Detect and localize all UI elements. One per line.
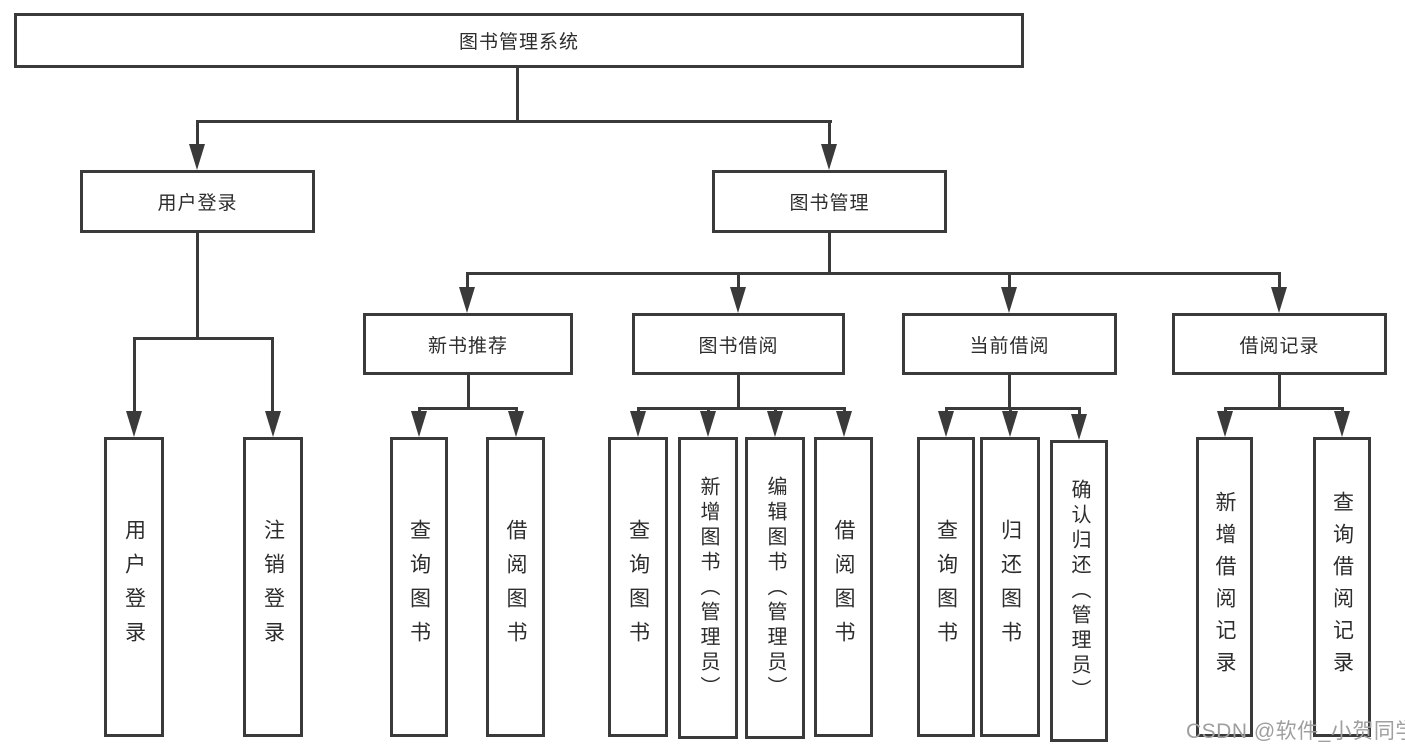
arrowhead-down-icon	[700, 411, 716, 437]
arrowhead-down-icon	[821, 144, 837, 170]
arrowhead-down-icon	[1271, 287, 1287, 313]
line	[466, 272, 1280, 275]
line	[1278, 375, 1281, 407]
node-label: 图书管理系统	[458, 32, 579, 53]
arrowhead-down-icon	[1001, 287, 1017, 313]
line	[1008, 272, 1011, 289]
node-user-login: 用户登录	[80, 170, 315, 233]
node-label: 借阅记录	[1239, 335, 1320, 357]
leaf-logout: 注销登录	[243, 437, 303, 737]
leaf-query-books-recommend: 查询图书	[390, 437, 448, 737]
line	[1278, 272, 1281, 289]
arrowhead-down-icon	[1002, 411, 1018, 437]
arrowhead-down-icon	[1217, 411, 1233, 437]
arrowhead-down-icon	[1334, 411, 1350, 437]
line	[737, 375, 740, 407]
arrowhead-down-icon	[126, 411, 142, 437]
line	[196, 120, 199, 146]
node-book-management: 图书管理	[712, 170, 947, 233]
line	[418, 407, 517, 410]
leaf-query-books-borrow: 查询图书	[608, 437, 668, 737]
arrowhead-down-icon	[767, 411, 783, 437]
node-label: 确认归还（管理员）	[1068, 478, 1090, 704]
node-current-borrow: 当前借阅	[902, 313, 1117, 375]
arrowhead-down-icon	[938, 411, 954, 437]
node-label: 用户登录	[157, 193, 238, 214]
node-label: 新增图书（管理员）	[697, 475, 719, 701]
arrowhead-down-icon	[189, 144, 205, 170]
arrowhead-down-icon	[508, 411, 524, 437]
node-label: 新增借阅记录	[1213, 491, 1236, 683]
line	[828, 233, 831, 272]
arrowhead-down-icon	[836, 411, 852, 437]
node-label: 编辑图书（管理员）	[764, 475, 786, 701]
line	[271, 337, 274, 413]
arrowhead-down-icon	[411, 411, 427, 437]
leaf-edit-books-admin: 编辑图书（管理员）	[745, 437, 805, 739]
node-label: 用户登录	[122, 519, 146, 655]
node-label: 借阅图书	[504, 519, 527, 655]
leaf-confirm-return-admin: 确认归还（管理员）	[1050, 440, 1108, 742]
line	[1078, 407, 1081, 415]
node-label: 图书管理	[789, 193, 870, 214]
node-label: 查询图书	[934, 519, 958, 655]
line	[828, 120, 831, 146]
node-new-book-recommend: 新书推荐	[363, 313, 573, 375]
node-borrow-records: 借阅记录	[1172, 313, 1387, 375]
node-label: 归还图书	[998, 519, 1022, 655]
line	[196, 233, 199, 337]
leaf-return-books: 归还图书	[980, 437, 1040, 737]
arrowhead-down-icon	[730, 287, 746, 313]
line	[466, 272, 469, 289]
node-label: 图书借阅	[698, 335, 779, 357]
leaf-borrow-books: 借阅图书	[814, 437, 873, 737]
line	[1008, 375, 1011, 407]
arrowhead-down-icon	[459, 287, 475, 313]
node-label: 借阅图书	[832, 519, 855, 655]
line	[737, 272, 740, 289]
line	[197, 120, 832, 123]
line	[133, 337, 136, 413]
arrowhead-down-icon	[1071, 414, 1087, 440]
leaf-query-borrow-record: 查询借阅记录	[1313, 437, 1371, 737]
node-label: 当前借阅	[969, 335, 1050, 357]
node-label: 查询图书	[407, 519, 431, 655]
arrowhead-down-icon	[630, 411, 646, 437]
root-node-library-management-system: 图书管理系统	[14, 13, 1024, 68]
line	[1224, 407, 1343, 410]
node-label: 新书推荐	[427, 335, 508, 357]
line	[133, 337, 274, 340]
line	[516, 68, 519, 120]
line	[945, 407, 1080, 410]
leaf-add-borrow-record: 新增借阅记录	[1196, 437, 1253, 737]
arrowhead-down-icon	[265, 411, 281, 437]
leaf-borrow-books-recommend: 借阅图书	[486, 437, 545, 737]
leaf-query-books-current: 查询图书	[917, 437, 975, 737]
leaf-add-books-admin: 新增图书（管理员）	[678, 437, 738, 739]
node-book-borrow: 图书借阅	[632, 313, 845, 375]
csdn-watermark: CSDN @软件_小贺同学	[1186, 720, 1405, 743]
node-label: 查询图书	[626, 519, 650, 655]
line	[467, 375, 470, 407]
leaf-user-login: 用户登录	[104, 437, 164, 737]
node-label: 注销登录	[261, 519, 285, 655]
line	[637, 407, 845, 410]
node-label: 查询借阅记录	[1330, 491, 1354, 683]
